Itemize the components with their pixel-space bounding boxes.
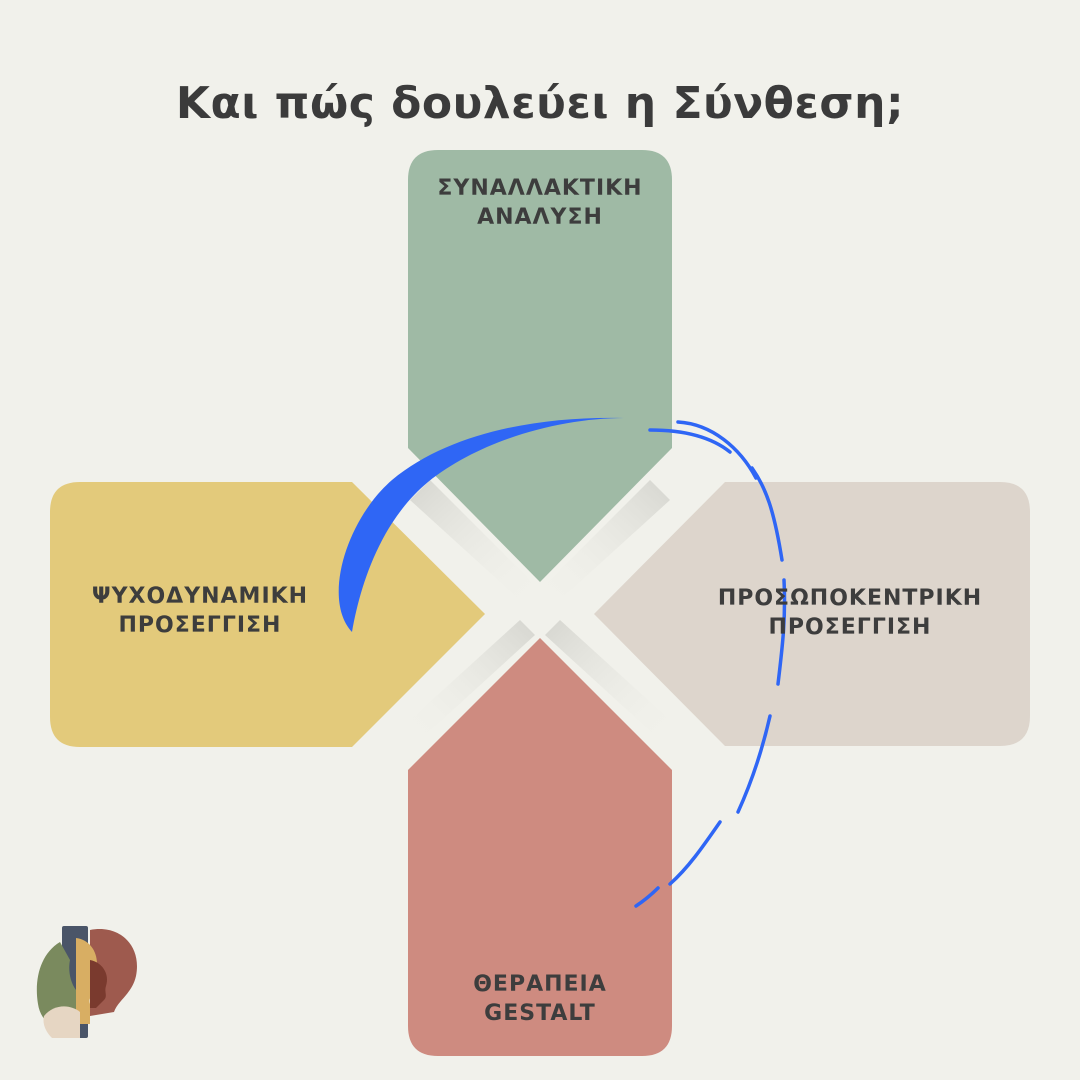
- label-right-line2: ΠΡΟΣΕΓΓΙΣΗ: [768, 615, 932, 640]
- label-bottom-line2: GESTALT: [484, 1001, 596, 1026]
- gap-shadow-upper-left: [410, 480, 540, 600]
- blue-dashed-loop: [634, 420, 787, 908]
- gap-shadow-upper-right: [540, 480, 670, 600]
- page-title: Και πώς δουλεύει η Σύνθεση;: [175, 78, 905, 129]
- label-bottom-line1: ΘΕΡΑΠΕΙΑ: [473, 972, 607, 997]
- label-person-centred-approach: ΠΡΟΣΩΠΟΚΕΝΤΡΙΚΗ ΠΡΟΣΕΓΓΙΣΗ: [690, 584, 1010, 642]
- gap-shadow-lower-right: [545, 620, 670, 740]
- box-right-person-centred-approach: [594, 482, 1030, 746]
- label-left-line1: ΨΥΧΟΔΥΝΑΜΙΚΗ: [91, 584, 309, 609]
- label-right-line1: ΠΡΟΣΩΠΟΚΕΝΤΡΙΚΗ: [717, 586, 983, 611]
- two-faces-profile-logo: [36, 926, 137, 1038]
- label-top-line2: ΑΝΑΛΥΣΗ: [477, 205, 603, 230]
- blue-brush-stroke: [338, 417, 624, 632]
- gap-shadow-lower-left: [410, 620, 535, 740]
- label-psychodynamic-approach: ΨΥΧΟΔΥΝΑΜΙΚΗ ΠΡΟΣΕΓΓΙΣΗ: [60, 582, 340, 640]
- box-top-transactional-analysis: [408, 150, 672, 582]
- label-top-line1: ΣΥΝΑΛΛΑΚΤΙΚΗ: [437, 176, 643, 201]
- label-gestalt-therapy: ΘΕΡΑΠΕΙΑ GESTALT: [408, 970, 672, 1028]
- label-transactional-analysis: ΣΥΝΑΛΛΑΚΤΙΚΗ ΑΝΑΛΥΣΗ: [408, 174, 672, 232]
- label-left-line2: ΠΡΟΣΕΓΓΙΣΗ: [118, 613, 282, 638]
- box-bottom-gestalt-therapy: [408, 638, 672, 1056]
